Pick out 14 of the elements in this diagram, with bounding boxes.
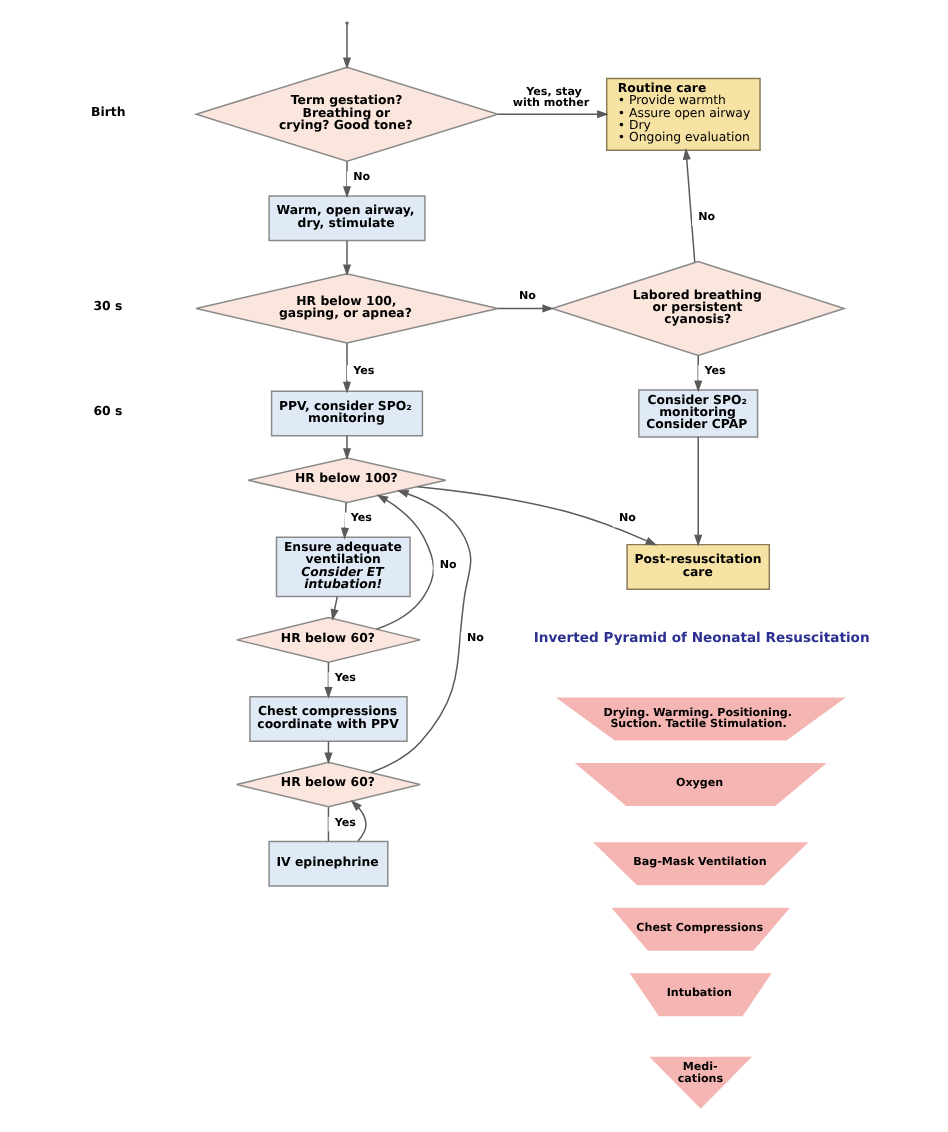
- arrow: [693, 354, 702, 393]
- arrow: [496, 110, 608, 119]
- arrow: [341, 342, 351, 394]
- arrow: [349, 799, 366, 842]
- arrow: [341, 239, 351, 277]
- arrow: [496, 304, 554, 313]
- arrow: [341, 160, 351, 198]
- arrow: [329, 596, 338, 621]
- arrow: [681, 148, 695, 263]
- arrow: [341, 435, 351, 460]
- arrow: [415, 486, 657, 546]
- arrow: [339, 502, 349, 540]
- arrow: [369, 490, 471, 774]
- arrow: [693, 436, 702, 547]
